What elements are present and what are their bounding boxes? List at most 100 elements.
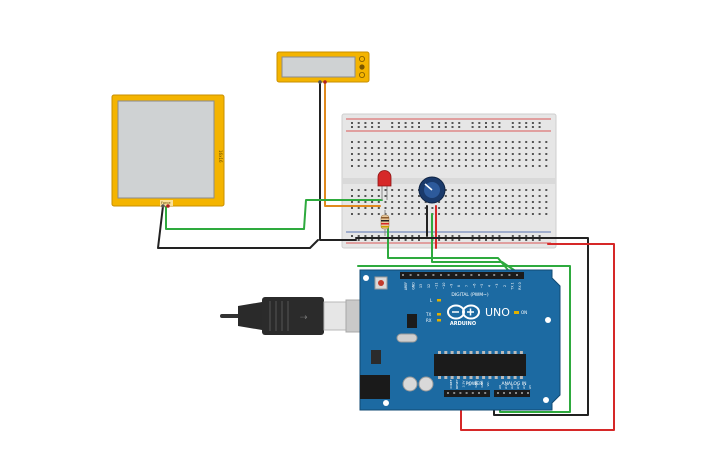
breadboard-hole[interactable] [485,141,487,143]
breadboard-hole[interactable] [384,159,387,161]
breadboard-hole[interactable] [471,213,474,215]
breadboard-hole[interactable] [498,165,501,167]
breadboard-hole[interactable] [397,239,400,241]
breadboard-hole[interactable] [458,141,461,143]
breadboard-hole[interactable] [485,147,487,149]
digital-pin-socket[interactable] [447,274,450,276]
breadboard-hole[interactable] [531,213,534,215]
breadboard-hole[interactable] [384,201,387,203]
breadboard-hole[interactable] [505,207,508,209]
breadboard-hole[interactable] [364,122,367,124]
wire-green-led[interactable] [387,225,509,271]
breadboard-hole[interactable] [444,213,447,215]
breadboard-hole[interactable] [458,213,461,215]
breadboard-hole[interactable] [464,189,467,191]
breadboard-hole[interactable] [525,239,528,241]
breadboard-hole[interactable] [377,147,380,149]
breadboard-hole[interactable] [391,235,394,237]
breadboard-hole[interactable] [404,189,407,191]
breadboard-hole[interactable] [371,165,374,167]
breadboard-hole[interactable] [351,159,353,161]
breadboard-hole[interactable] [505,195,508,197]
power-pin-socket[interactable] [484,392,487,394]
breadboard-hole[interactable] [485,165,487,167]
analog-header[interactable] [494,390,530,397]
breadboard-hole[interactable] [418,141,420,143]
digital-pin-socket[interactable] [493,274,496,276]
breadboard-hole[interactable] [471,147,474,149]
breadboard-hole[interactable] [397,153,400,155]
breadboard-hole[interactable] [458,153,461,155]
breadboard-hole[interactable] [351,189,353,191]
breadboard-hole[interactable] [364,141,367,143]
breadboard-hole[interactable] [518,126,521,128]
breadboard-hole[interactable] [451,207,454,209]
breadboard-hole[interactable] [538,195,541,197]
breadboard-hole[interactable] [431,122,434,124]
breadboard-hole[interactable] [491,201,494,203]
breadboard-hole[interactable] [418,147,420,149]
digital-pin-socket[interactable] [409,274,412,276]
breadboard-hole[interactable] [458,239,461,241]
breadboard-hole[interactable] [478,207,481,209]
digital-pin-socket[interactable] [485,274,488,276]
breadboard-hole[interactable] [384,207,387,209]
wire-orange-small-sensor[interactable] [324,83,381,207]
breadboard-hole[interactable] [485,235,487,237]
breadboard-hole[interactable] [357,147,360,149]
breadboard-hole[interactable] [418,126,420,128]
breadboard-hole[interactable] [498,189,501,191]
breadboard-hole[interactable] [357,141,360,143]
breadboard-hole[interactable] [538,239,541,241]
breadboard-hole[interactable] [397,141,400,143]
breadboard-hole[interactable] [411,153,414,155]
breadboard-hole[interactable] [545,147,548,149]
breadboard-hole[interactable] [438,207,441,209]
breadboard-hole[interactable] [531,165,534,167]
analog-pin-socket[interactable] [521,392,523,394]
breadboard-hole[interactable] [364,165,367,167]
breadboard-hole[interactable] [538,213,541,215]
wire-black-large-sensor[interactable] [157,205,319,249]
breadboard-hole[interactable] [411,165,414,167]
breadboard-hole[interactable] [391,153,394,155]
breadboard-hole[interactable] [357,153,360,155]
breadboard-hole[interactable] [351,235,353,237]
breadboard-hole[interactable] [478,153,481,155]
breadboard-hole[interactable] [364,239,367,241]
breadboard-hole[interactable] [377,201,380,203]
breadboard-hole[interactable] [384,153,387,155]
breadboard-hole[interactable] [371,235,374,237]
breadboard-hole[interactable] [511,165,514,167]
breadboard-hole[interactable] [525,195,528,197]
breadboard-hole[interactable] [351,201,353,203]
breadboard-hole[interactable] [397,122,400,124]
breadboard-hole[interactable] [498,126,501,128]
breadboard-hole[interactable] [404,141,407,143]
breadboard-hole[interactable] [545,159,548,161]
breadboard-hole[interactable] [444,239,447,241]
breadboard-hole[interactable] [411,201,414,203]
breadboard-hole[interactable] [397,159,400,161]
breadboard-hole[interactable] [397,213,400,215]
power-pin-socket[interactable] [459,392,462,394]
breadboard-hole[interactable] [531,122,534,124]
breadboard-hole[interactable] [411,159,414,161]
breadboard-hole[interactable] [478,213,481,215]
breadboard-hole[interactable] [357,159,360,161]
breadboard-hole[interactable] [491,235,494,237]
breadboard-hole[interactable] [518,122,521,124]
breadboard-hole[interactable] [511,201,514,203]
breadboard-hole[interactable] [525,213,528,215]
breadboard-hole[interactable] [518,141,521,143]
breadboard-hole[interactable] [451,126,454,128]
breadboard-hole[interactable] [531,147,534,149]
breadboard-hole[interactable] [531,201,534,203]
breadboard-hole[interactable] [397,147,400,149]
breadboard-hole[interactable] [377,165,380,167]
breadboard-hole[interactable] [377,207,380,209]
breadboard-hole[interactable] [498,235,501,237]
breadboard-hole[interactable] [371,153,374,155]
breadboard-hole[interactable] [418,239,420,241]
breadboard-hole[interactable] [471,165,474,167]
